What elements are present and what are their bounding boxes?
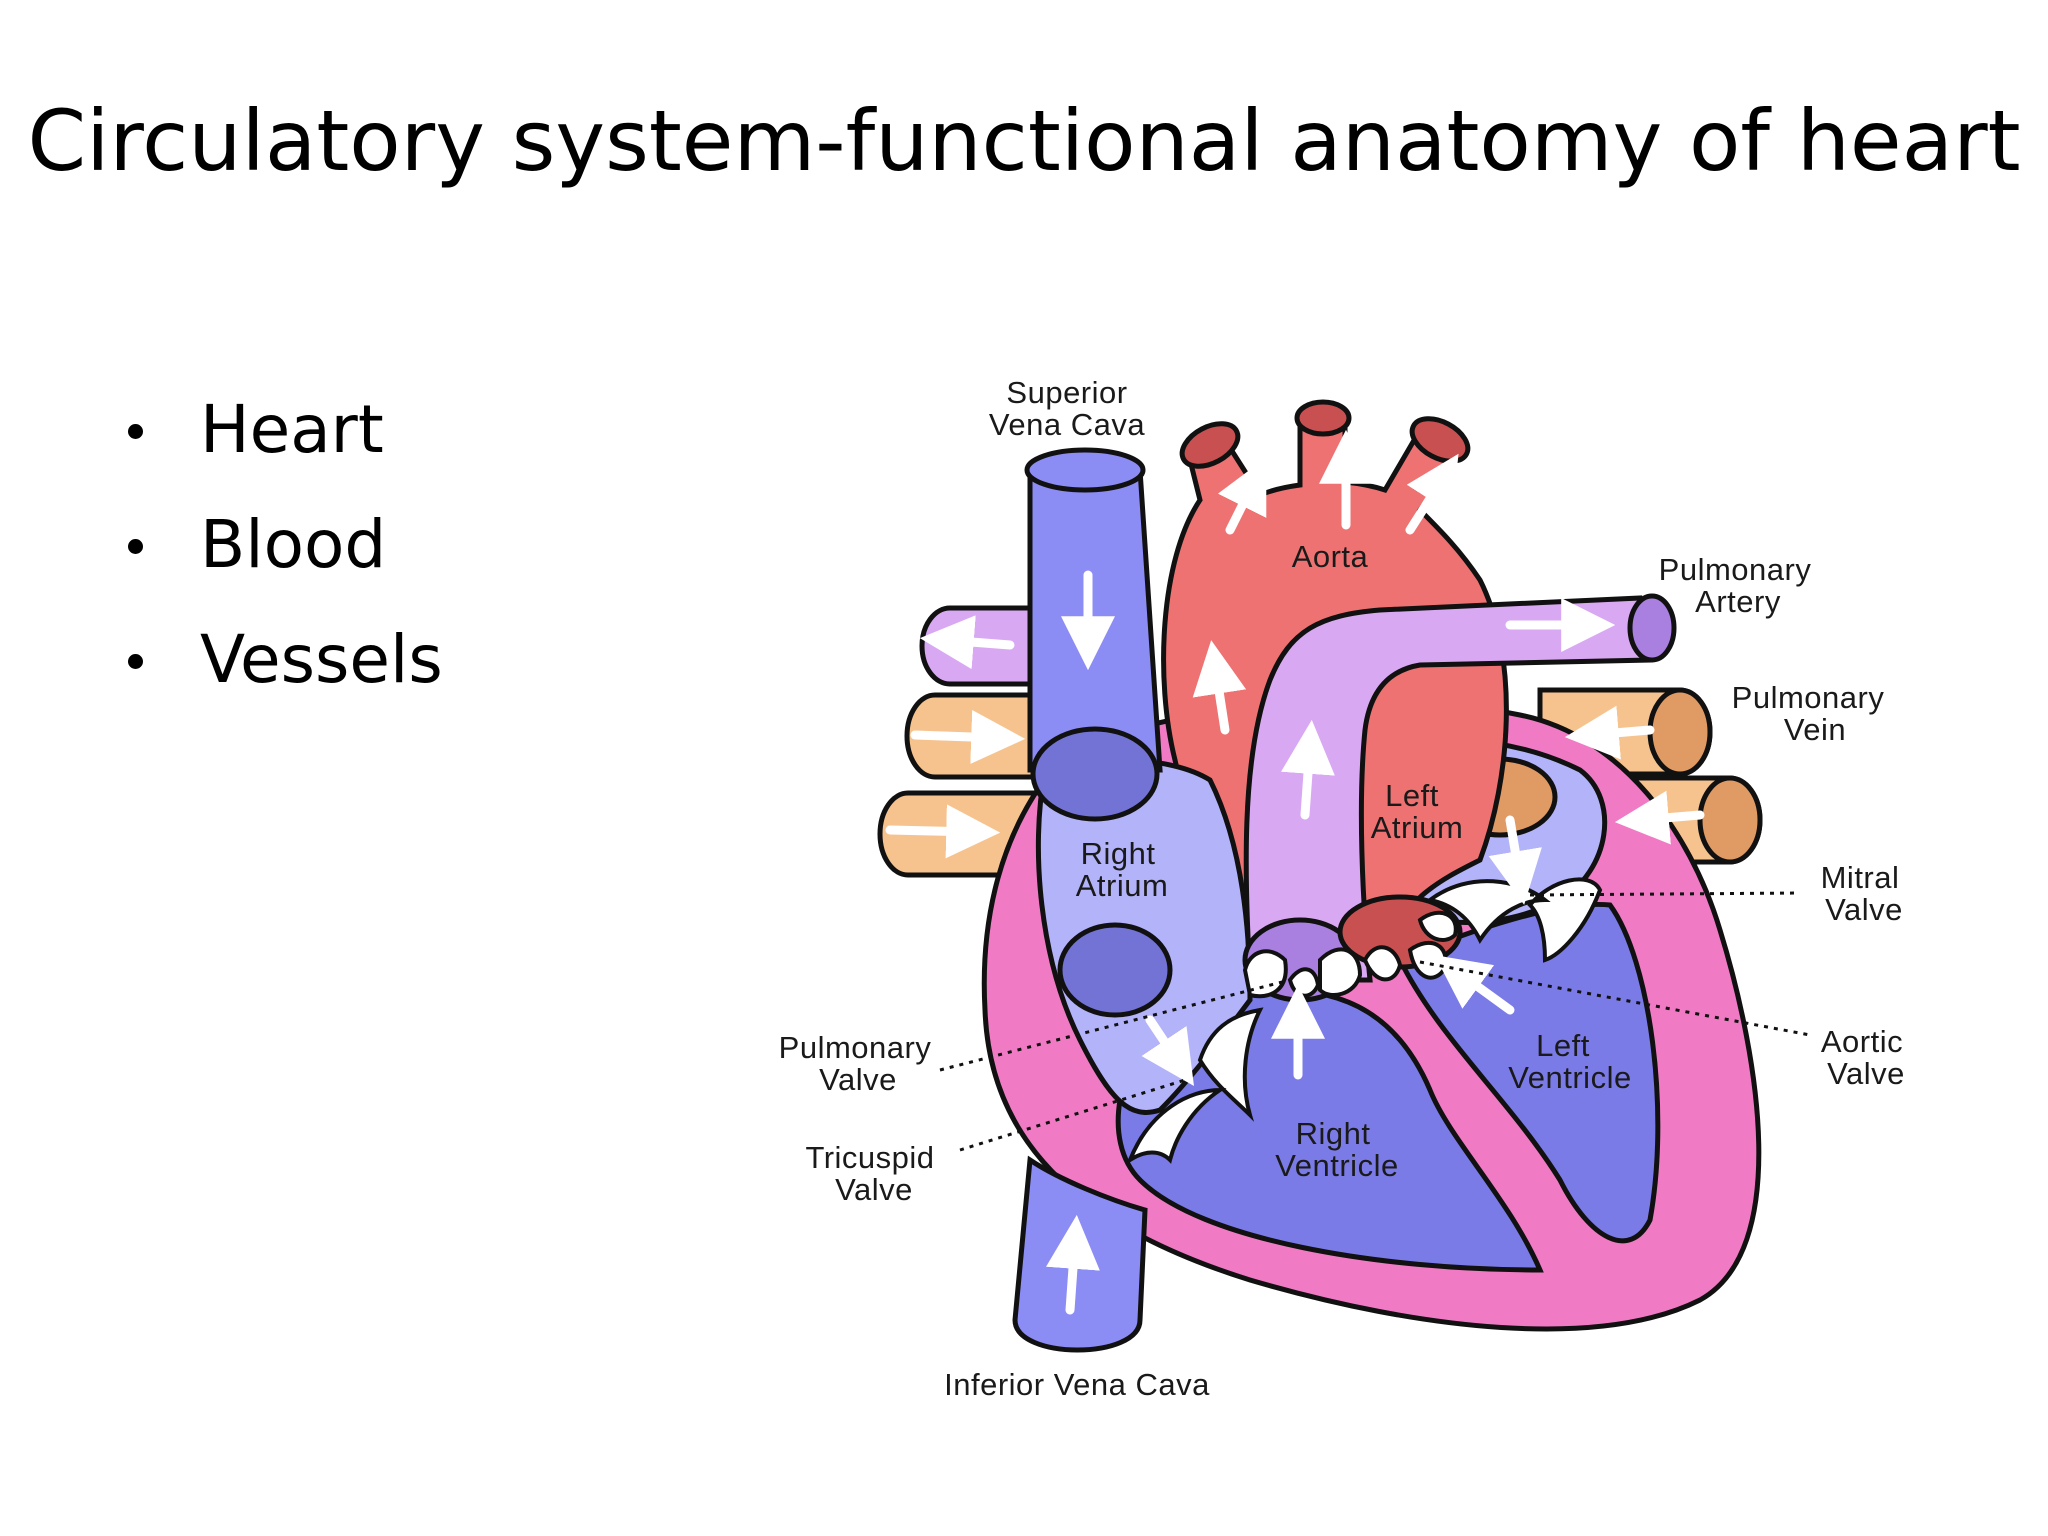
superior-vena-cava-top (1024, 447, 1146, 493)
pulmonary-vein-label: Vein (1784, 712, 1846, 747)
inferior-vena-cava-label: Inferior Vena Cava (944, 1367, 1210, 1402)
vena-cava-opening (1030, 726, 1160, 822)
bullet-item: Heart (120, 372, 443, 487)
left-ventricle-label: Left (1536, 1028, 1590, 1063)
left-ventricle-label: Ventricle (1508, 1060, 1631, 1095)
superior-vena-cava-label: Superior (1006, 375, 1127, 410)
slide-title: Circulatory system-functional anatomy of… (27, 92, 2021, 190)
mitral-valve-label: Valve (1825, 892, 1903, 927)
bullet-list: Heart Blood Vessels (120, 372, 443, 717)
pulmonary-artery-trunk (1243, 595, 1653, 983)
tricuspid-valve-label: Tricuspid (805, 1140, 934, 1175)
bullet-item: Blood (120, 487, 443, 602)
bullet-dot (128, 539, 143, 554)
mitral-valve-label: Mitral (1821, 860, 1900, 895)
pulmonary-valve-label: Pulmonary (779, 1030, 932, 1065)
bullet-text: Blood (200, 506, 387, 583)
pulmonary-artery-label: Pulmonary (1659, 552, 1812, 587)
pulmonary-artery-opening (1627, 593, 1677, 663)
pulmonary-artery-label: Artery (1695, 584, 1781, 619)
bullet-text: Heart (200, 391, 384, 468)
tricuspid-valve-label: Valve (835, 1172, 913, 1207)
right-atrium-label: Right (1081, 836, 1156, 871)
flow-arrows (885, 429, 1705, 1315)
tricuspid-valve-cusps (1125, 1007, 1264, 1166)
left-atrium-label: Atrium (1371, 810, 1464, 845)
superior-vena-cava-label: Vena Cava (989, 407, 1145, 442)
superior-vena-cava-vessel (1027, 467, 1163, 773)
bullet-dot (128, 654, 143, 669)
left-atrium-label: Left (1385, 778, 1439, 813)
pulmonary-valve-label: Valve (819, 1062, 897, 1097)
aortic-valve-label: Aortic (1821, 1024, 1903, 1059)
aortic-valve-label: Valve (1827, 1056, 1905, 1091)
aorta-branch-opening (1294, 399, 1352, 437)
right-atrium-label: Atrium (1076, 868, 1169, 903)
right-ventricle-label: Right (1296, 1116, 1371, 1151)
aorta-label: Aorta (1292, 539, 1369, 574)
pulmonary-vein-label: Pulmonary (1732, 680, 1885, 715)
coronary-sinus-opening (1057, 922, 1173, 1018)
bullet-dot (128, 424, 143, 439)
leader-lines (939, 891, 1811, 1152)
bullet-text: Vessels (200, 621, 443, 698)
bullet-item: Vessels (120, 602, 443, 717)
right-ventricle-label: Ventricle (1275, 1148, 1398, 1183)
